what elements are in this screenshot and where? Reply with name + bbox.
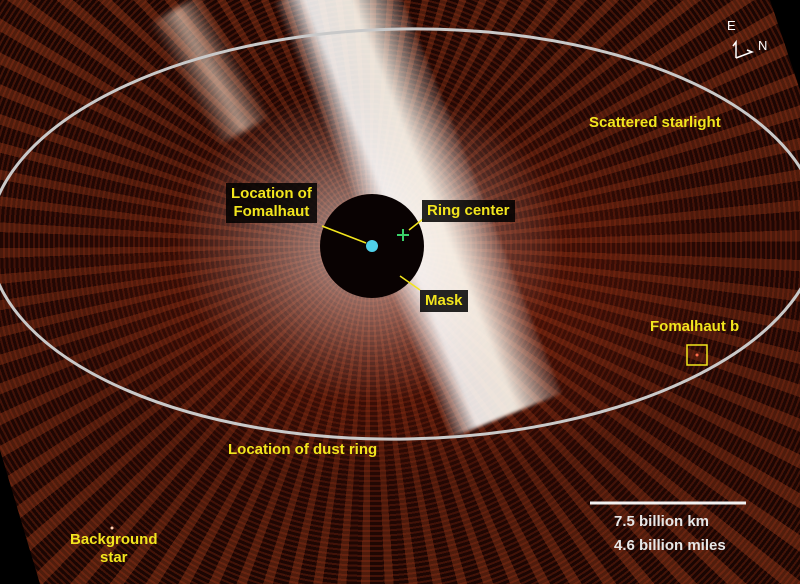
ring-center-label: Ring center (422, 200, 515, 222)
background-star-label: Background star (70, 531, 158, 567)
scale-miles-label: 4.6 billion miles (614, 537, 726, 554)
scattered-starlight-label: Scattered starlight (589, 114, 721, 131)
mask-label: Mask (420, 290, 468, 312)
ring-center-cross (397, 229, 409, 241)
fomalhaut-b-box (686, 344, 708, 366)
fomalhaut-star (366, 240, 378, 252)
background-star-dot (110, 526, 114, 530)
location-of-fomalhaut-label: Location of Fomalhaut (226, 183, 317, 223)
background-star-line2: star (99, 549, 128, 566)
scale-km-label: 7.5 billion km (614, 513, 710, 530)
background-star-line1: Background (70, 531, 158, 548)
location-of-fomalhaut-line2: Fomalhaut (233, 203, 310, 220)
location-of-dust-ring-label: Location of dust ring (228, 441, 378, 458)
compass-arrows (732, 39, 755, 59)
fomalhaut-pointer-line (321, 225, 367, 244)
location-of-fomalhaut-line1: Location of (231, 185, 312, 202)
fomalhaut-b-dot (695, 353, 699, 357)
compass-north-label: N (758, 38, 768, 53)
mask-pointer-line (399, 275, 421, 291)
fomalhaut-b-label: Fomalhaut b (650, 318, 740, 335)
dust-ring-ellipse (0, 27, 800, 441)
ring-center-pointer-line (408, 218, 424, 231)
compass-east-label: E (727, 18, 736, 33)
